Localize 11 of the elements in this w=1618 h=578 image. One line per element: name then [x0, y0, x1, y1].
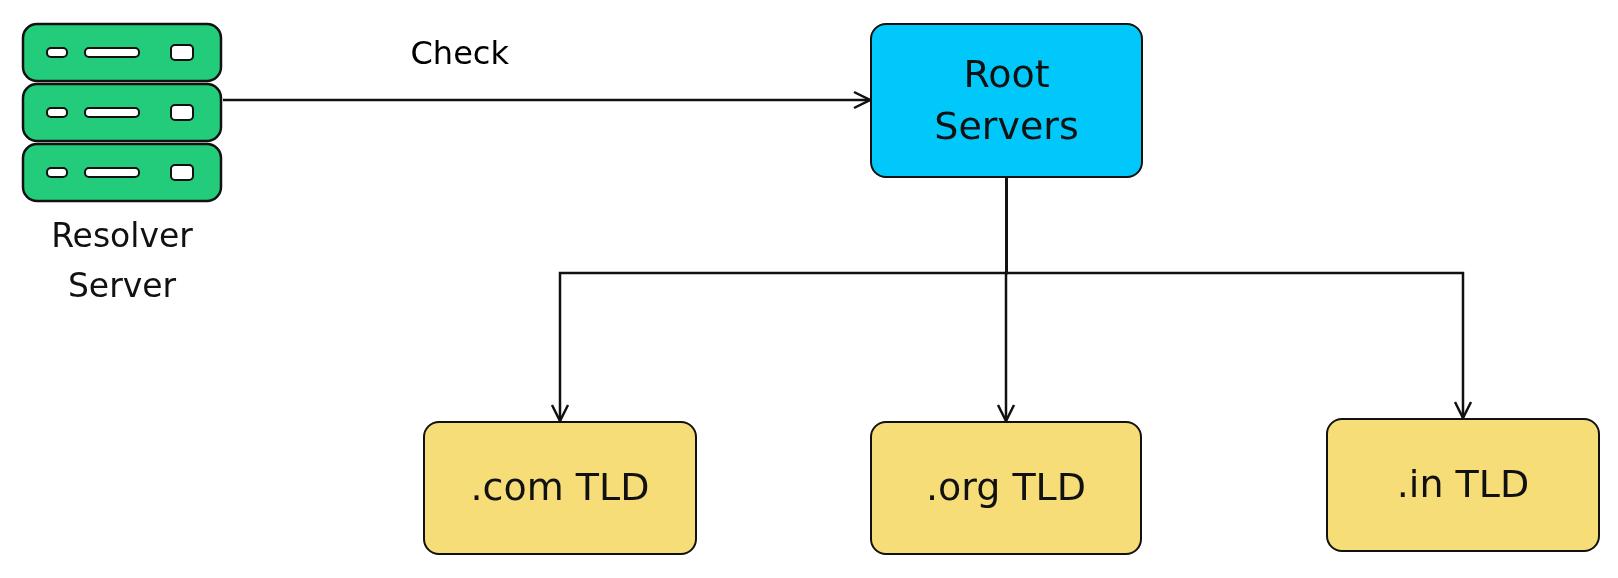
tld-box: [423, 421, 697, 555]
box-label: Root Servers: [933, 51, 1080, 150]
arrow: [223, 90, 872, 110]
tld-box: [870, 421, 1142, 555]
box-label: .in TLD: [1395, 461, 1531, 509]
root-server-box: [870, 23, 1143, 178]
arrow: [1005, 178, 1473, 420]
box-label: .org TLD: [924, 464, 1088, 512]
tld-box: [1326, 418, 1600, 552]
box-label: .com TLD: [469, 464, 651, 512]
server-label: Resolver Server: [50, 215, 194, 307]
